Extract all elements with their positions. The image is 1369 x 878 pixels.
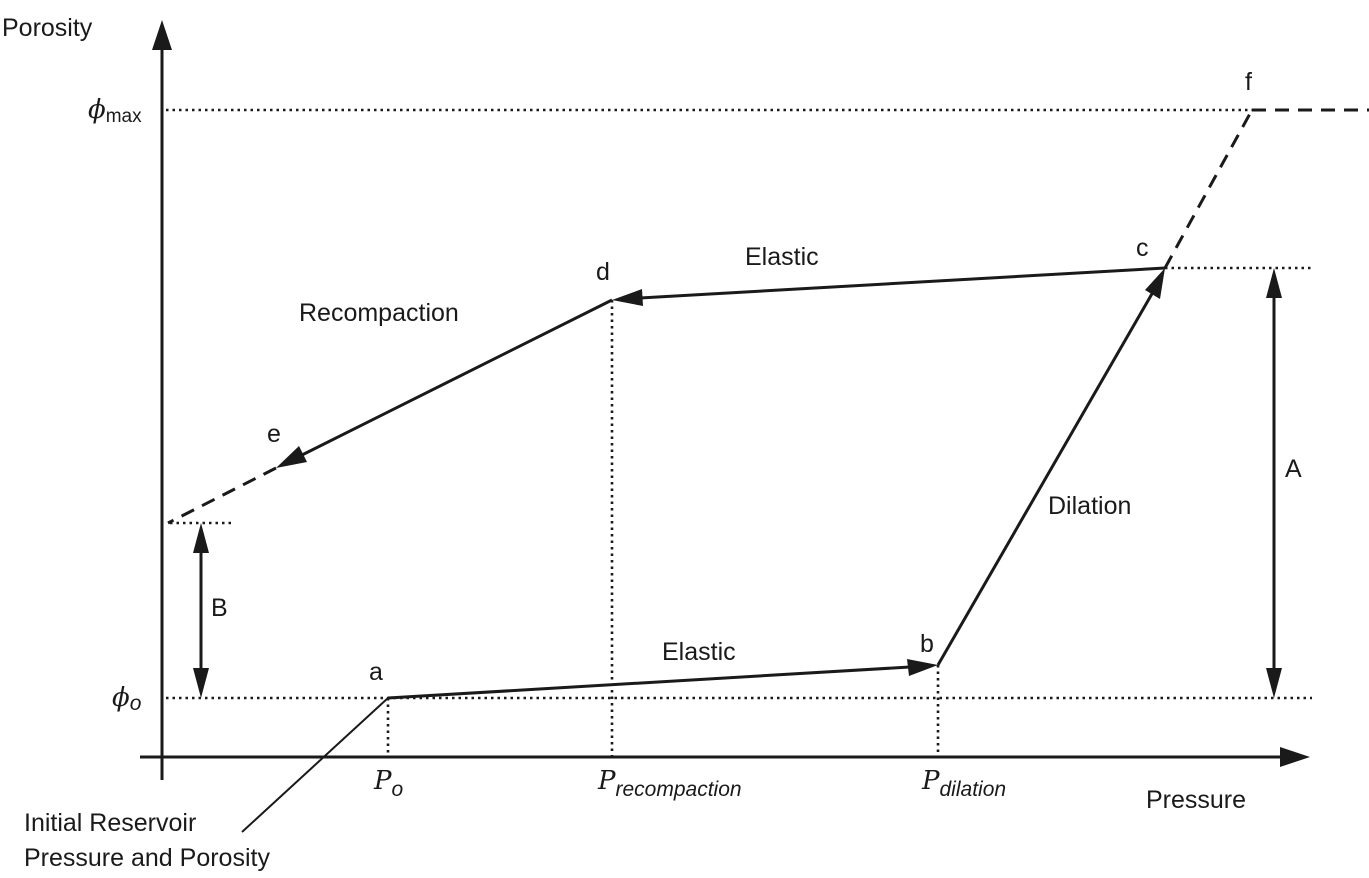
y-axis-arrowhead [152, 20, 172, 50]
p-dilation-label: Pdilation [921, 766, 1006, 801]
segment-b-c [936, 291, 1155, 666]
dilation-label: Dilation [1048, 492, 1131, 520]
p-o-label: Po [373, 766, 404, 801]
callout-line-2: Pressure and Porosity [24, 844, 270, 872]
arrowhead-e [276, 446, 307, 468]
elastic-upper-label: Elastic [745, 243, 819, 271]
point-b-label: b [920, 630, 934, 658]
arrowhead-d [612, 289, 643, 306]
elastic-lower-label: Elastic [662, 638, 736, 666]
arrowhead-b [907, 659, 938, 676]
axes [140, 20, 1310, 780]
dimension-b-bottom-arrowhead [193, 668, 209, 698]
segment-a-b [387, 665, 911, 700]
recompaction-label: Recompaction [299, 299, 459, 327]
phi-o-label: ϕo [112, 683, 142, 715]
point-f-label: f [1245, 68, 1252, 96]
x-axis-arrowhead [1280, 747, 1310, 767]
dimension-b [193, 523, 209, 698]
dimension-a-label: A [1285, 455, 1302, 483]
phi-max-label: ϕmax [88, 95, 142, 127]
segment-c-f [1163, 109, 1254, 269]
point-e-label: e [267, 420, 281, 448]
point-d-label: d [596, 258, 610, 286]
dimension-a-top-arrowhead [1266, 268, 1282, 298]
point-c-label: c [1136, 234, 1149, 262]
y-axis-label: Porosity [2, 14, 93, 42]
dimension-a-bottom-arrowhead [1266, 668, 1282, 698]
x-axis-label: Pressure [1146, 786, 1246, 814]
dimension-a [1266, 268, 1282, 698]
callout-line-1: Initial Reservoir [24, 809, 196, 837]
segment-c-d [639, 266, 1166, 300]
arrowhead-c [1145, 268, 1165, 299]
point-a-label: a [369, 658, 383, 686]
callout-leader-line [241, 697, 389, 833]
dimension-b-top-arrowhead [193, 523, 209, 553]
p-recompaction-label: Precompaction [597, 766, 742, 801]
reference-lines [166, 108, 1312, 757]
stress-path [167, 108, 1369, 700]
segment-e-extension [167, 466, 277, 525]
segment-d-e [301, 298, 613, 457]
dimension-b-label: B [211, 594, 228, 622]
